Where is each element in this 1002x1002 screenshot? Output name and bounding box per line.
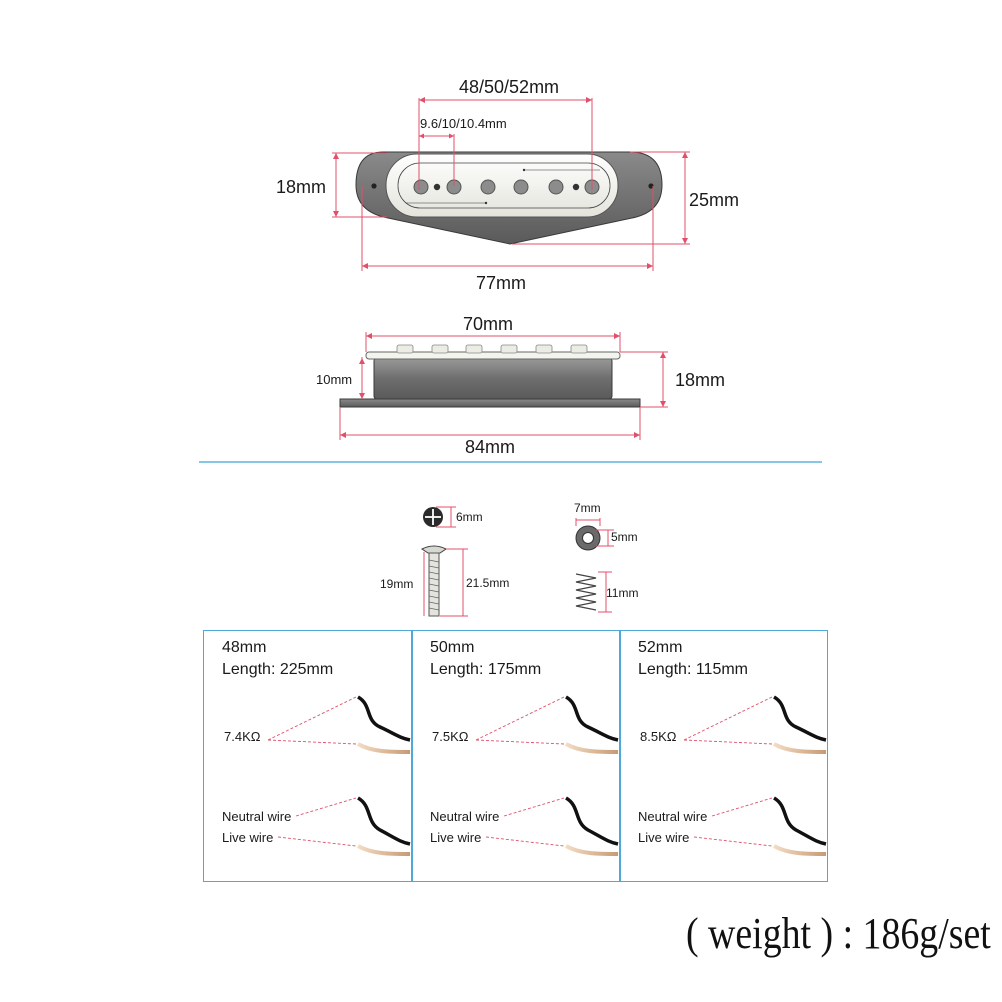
side-body (373, 357, 613, 400)
dim-cover-length: 70mm (463, 314, 514, 334)
pickup-top-view (355, 151, 663, 245)
top-view-arrowheads (333, 97, 688, 269)
dim-total-height: 18mm (675, 370, 726, 390)
panel-size: 52mm (638, 639, 683, 656)
screw-head-icon (423, 507, 443, 527)
neutral-wire-label: Neutral wire (638, 809, 708, 824)
wire-panel-52mm: 52mm Length: 115mm 8.5KΩ Neutral wire Li… (619, 630, 828, 882)
tube-icon (575, 525, 601, 551)
dim-screw-shaft: 19mm (380, 577, 414, 591)
panel-resistance: 7.5KΩ (432, 729, 469, 744)
dim-base-length: 84mm (465, 437, 516, 457)
dim-cover-height: 18mm (276, 177, 327, 197)
dim-tube-width: 7mm (574, 501, 601, 515)
neutral-wire-label: Neutral wire (222, 809, 292, 824)
neutral-wire-label: Neutral wire (430, 809, 500, 824)
side-cover-top (365, 351, 621, 360)
panel-resistance: 8.5KΩ (640, 729, 677, 744)
live-wire-label: Live wire (222, 830, 274, 845)
panel-2-wires (475, 695, 619, 856)
live-wire-label: Live wire (638, 830, 690, 845)
dim-overall-length: 77mm (476, 273, 527, 293)
panel-wire-length: Length: 225mm (222, 661, 334, 678)
spring-icon (575, 573, 597, 611)
panel-size: 50mm (430, 639, 475, 656)
dim-screw-total: 21.5mm (466, 576, 510, 590)
dim-spring-length: 11mm (606, 586, 639, 600)
dim-pole-spacing: 9.6/10/10.4mm (420, 116, 507, 131)
mounting-hole-left (371, 183, 377, 189)
top-view-dimension-lines (332, 98, 690, 271)
side-view-arrowheads (340, 333, 666, 438)
wire-panel-48mm: 48mm Length: 225mm 7.4KΩ Neutral wire Li… (203, 630, 413, 882)
pickup-side-view (339, 344, 641, 408)
screw-icon (421, 545, 447, 617)
wire-panel-50mm: 50mm Length: 175mm 7.5KΩ Neutral wire Li… (411, 630, 621, 882)
panel-wire-length: Length: 175mm (430, 661, 542, 678)
live-wire-label: Live wire (430, 830, 482, 845)
dim-tube-height: 5mm (611, 530, 638, 544)
weight-label: ( weight ) : 186g/set (686, 909, 991, 958)
hardware-dimension-lines (423, 506, 614, 617)
dim-pole-span: 48/50/52mm (459, 77, 560, 97)
mounting-hole-right (648, 183, 654, 189)
dim-screw-head: 6mm (456, 510, 483, 524)
dim-body-height: 10mm (316, 372, 353, 387)
dim-base-height: 25mm (689, 190, 740, 210)
panel-size: 48mm (222, 639, 267, 656)
wire-illustrations (267, 695, 827, 856)
panel-3-wires (683, 695, 827, 856)
side-view-dimension-lines (339, 332, 668, 440)
panel-wire-length: Length: 115mm (638, 661, 748, 678)
panel-resistance: 7.4KΩ (224, 729, 261, 744)
side-baseplate (339, 398, 641, 408)
panel-1-wires (267, 695, 411, 856)
